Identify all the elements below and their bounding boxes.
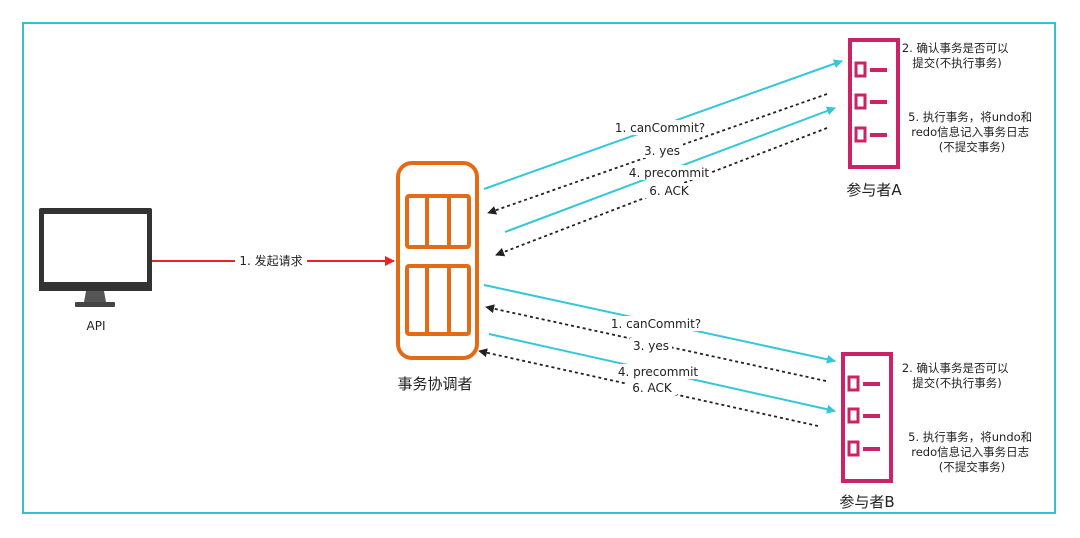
request-label: 1. 发起请求 (239, 253, 302, 268)
b-msg-ack: 6. ACK (632, 381, 673, 395)
server-icon (396, 161, 479, 360)
b-yes-arrow (485, 304, 827, 382)
participant-b-server-icon (841, 352, 893, 483)
b-msg-yes: 3. yes (633, 339, 669, 353)
coordinator-label: 事务协调者 (397, 375, 472, 393)
participant-b-label: 参与者B (839, 493, 894, 511)
participant-a-server-icon (848, 38, 900, 169)
a-ack-arrow (495, 127, 828, 257)
b-msg-precommit: 4. precommit (618, 365, 699, 379)
participant-a-note1: 2. 确认事务是否可以 提交(不执行事务) (902, 41, 1012, 70)
b-ack-arrow (478, 348, 819, 427)
participant-a-label: 参与者A (846, 181, 902, 199)
a-msg-cancommit: 1. canCommit? (615, 121, 705, 135)
participant-a-note2: 5. 执行事务，将undo和 redo信息记入事务日志 (不提交事务) (908, 110, 1036, 154)
diagram-frame (22, 22, 1056, 514)
desktop-monitor-icon (39, 208, 152, 307)
b-msg-cancommit: 1. canCommit? (611, 317, 701, 331)
client-label: API (87, 319, 106, 333)
participant-b-note1: 2. 确认事务是否可以 提交(不执行事务) (902, 361, 1012, 390)
a-msg-ack: 6. ACK (649, 184, 690, 198)
a-msg-precommit: 4. precommit (629, 166, 710, 180)
participant-b-note2: 5. 执行事务，将undo和 redo信息记入事务日志 (不提交事务) (908, 430, 1036, 474)
a-msg-yes: 3. yes (644, 144, 680, 158)
